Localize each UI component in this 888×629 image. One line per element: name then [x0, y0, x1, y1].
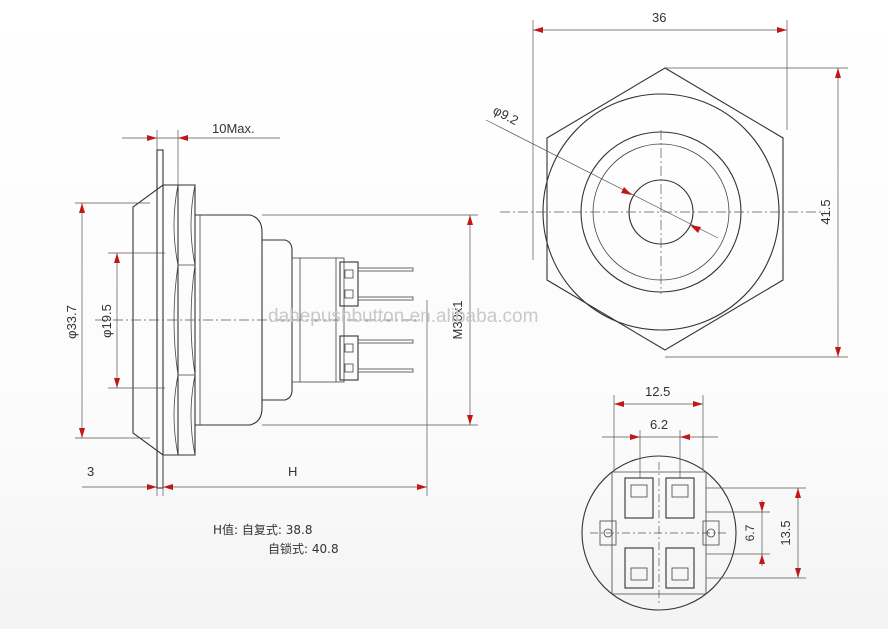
rear-outline: [581, 455, 737, 611]
dim-arrow: [690, 225, 701, 233]
dim-arrow: [79, 203, 85, 213]
terminal-slot: [344, 269, 354, 279]
terminal-inner-label: 6.2: [650, 417, 668, 432]
max-thickness-label: 10Max.: [212, 121, 255, 136]
terminal-block-top: [339, 261, 359, 307]
contact-block: [624, 477, 654, 519]
terminal-pitch-large-label: 13.5: [778, 520, 793, 545]
front-view: 36 41.5 φ9.2: [485, 10, 848, 358]
terminal-slot: [344, 343, 354, 353]
dim-arrow: [114, 378, 120, 388]
dim-arrow: [533, 27, 543, 33]
h-value-note-line1: H值: 自复式: 38.8: [213, 523, 313, 537]
dim-arrow: [178, 135, 188, 141]
terminal-slot: [344, 363, 354, 373]
dim-arrow: [163, 484, 173, 490]
led-terminal-hole: [603, 528, 613, 538]
contact-slot: [630, 484, 648, 498]
contact-slot: [671, 484, 689, 498]
terminal-pitch-small-label: 6.7: [743, 524, 757, 541]
rear-view: 12.5 6.2 6.7 13.5: [581, 384, 806, 611]
terminal-slot: [344, 289, 354, 299]
terminal-block-bottom: [339, 335, 359, 381]
dim-arrow: [114, 253, 120, 263]
terminal-outer-label: 12.5: [645, 384, 670, 399]
leader-line: [485, 119, 719, 239]
watermark-text: dahepushbutton.en.alibaba.com: [268, 306, 538, 327]
h-value-note-line2: 自锁式: 40.8: [268, 542, 339, 556]
led-terminal: [702, 520, 720, 546]
dim-arrow: [417, 484, 427, 490]
contact-slot: [630, 567, 648, 581]
dim-arrow: [759, 554, 765, 564]
dim-arrow: [835, 68, 841, 78]
solder-lug: [357, 339, 414, 344]
hex-width-label: 36: [652, 10, 666, 25]
side-view: 10Max. φ33.7 φ19.5 M30x1 3 H: [64, 121, 478, 496]
solder-lug: [357, 296, 414, 301]
contact-block: [624, 547, 654, 589]
solder-lug: [357, 368, 414, 373]
outer-diameter-label: φ33.7: [64, 305, 79, 339]
height-label: H: [288, 464, 297, 479]
dim-arrow: [835, 347, 841, 357]
hex-height-label: 41.5: [818, 199, 833, 224]
contact-slot: [671, 567, 689, 581]
dim-arrow: [680, 434, 690, 440]
led-terminal: [599, 520, 617, 546]
lens-diameter-label: φ9.2: [491, 102, 521, 128]
dim-arrow: [795, 488, 801, 498]
dim-arrow: [147, 484, 157, 490]
led-terminal-hole: [706, 528, 716, 538]
dim-arrow: [759, 502, 765, 512]
dim-arrow: [614, 401, 624, 407]
dim-arrow: [630, 434, 640, 440]
inner-diameter-label: φ19.5: [99, 304, 114, 338]
dim-arrow: [621, 187, 632, 195]
dim-arrow: [467, 415, 473, 425]
flange-label: 3: [87, 464, 94, 479]
thread-label: M30x1: [450, 300, 465, 339]
dim-arrow: [79, 428, 85, 438]
contact-block: [665, 547, 695, 589]
contact-block: [665, 477, 695, 519]
panel-plate: [156, 149, 164, 489]
dim-arrow: [795, 568, 801, 578]
solder-lug: [357, 267, 414, 272]
dim-arrow: [777, 27, 787, 33]
dim-arrow: [693, 401, 703, 407]
dim-arrow: [467, 215, 473, 225]
dim-arrow: [147, 135, 157, 141]
hex-outline: [546, 67, 784, 351]
